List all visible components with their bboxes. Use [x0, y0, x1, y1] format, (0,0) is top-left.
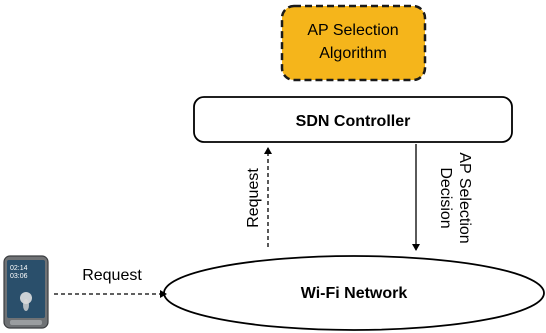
- sdn-controller-label: SDN Controller: [296, 113, 411, 130]
- phone-clock-line2: 03:06: [10, 273, 28, 280]
- decision-label-line2: Decision: [437, 167, 454, 228]
- request-up-label: Request: [245, 168, 262, 228]
- algorithm-box-label-line2: Algorithm: [319, 45, 387, 62]
- algorithm-box-shape: [280, 4, 427, 82]
- algorithm-box-label-line1: AP Selection: [307, 22, 398, 39]
- ap-selection-algorithm-box: AP Selection Algorithm: [280, 4, 427, 82]
- sdn-controller-box: SDN Controller: [193, 96, 513, 143]
- wifi-network-ellipse: Wi-Fi Network: [163, 255, 545, 331]
- phone-request-label: Request: [82, 267, 142, 284]
- smartphone-icon: 02:14 03:06: [3, 255, 49, 329]
- decision-label-line1: AP Selection: [456, 152, 473, 243]
- phone-clock-line1: 02:14: [10, 265, 28, 272]
- sdn-controller-shape: [193, 96, 513, 143]
- wifi-network-label: Wi-Fi Network: [301, 285, 408, 302]
